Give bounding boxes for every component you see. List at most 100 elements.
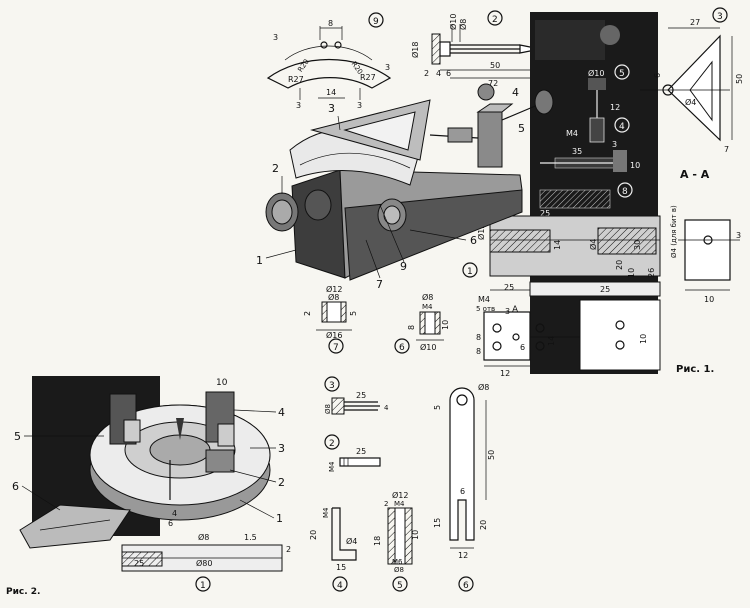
dim-label: М4 [422,303,433,311]
callout-3 [712,7,728,23]
fig2-photo-assembly: 10 4 6 5 6 4 3 2 1 [12,376,285,572]
detail-2-screw: 2 Ø10 Ø8 Ø18 2 4 6 50 72 [410,10,541,88]
callout-number: 3 [328,102,335,115]
dim-label: 5 [349,311,358,316]
callout-number: 3 [278,442,285,455]
dim-label: М4 [328,461,336,472]
dim-label: Ø4 [685,97,696,107]
section-mark: А [512,305,519,315]
dim-label: Ø10 [420,342,436,352]
dim-label: 3 [505,307,510,316]
dim-label: 26 [647,268,656,278]
dim-label: 12 [458,551,468,560]
dim-label: 4 [172,509,177,518]
callout-9 [368,12,384,28]
fig2-detail-6: 6 Ø8 5 50 6 15 20 12 [433,382,496,592]
callout-1 [462,262,478,278]
detail-7-bushing: 7 Ø12 Ø8 2 5 Ø16 [303,284,358,354]
dim-label: 20 [479,520,488,530]
dim-label: Ø80 [196,558,212,568]
callout-number: 1 [200,581,206,591]
dim-label: 14 [547,336,556,346]
dim-label: R27 [288,75,304,84]
dim-label: 10 [441,320,450,330]
callout-number: 4 [337,581,343,591]
dim-label: 8 [328,19,333,28]
fig2-detail-1: 1 Ø8 1.5 2 25 Ø80 [134,532,291,592]
dim-label: 72 [488,79,498,88]
dim-label: 10 [630,161,640,170]
dim-label: 8 [476,333,481,342]
dim-label: 3 [273,33,278,42]
dim-label: 18 [373,536,382,546]
callout-number: 4 [278,406,285,419]
dim-label: М4 [478,295,490,304]
dim-label: 2 [303,311,312,316]
dim-label: 25 [600,285,610,294]
dim-label: Ø4 [346,536,357,546]
dim-label: Ø8 [394,566,404,574]
dim-label: Ø8 [198,532,209,542]
fig1-isometric-device: 2 1 3 4 5 6 7 9 [256,83,554,291]
dim-label: 10 [411,530,420,540]
dim-label: Ø8 [458,19,468,30]
dim-label: 2 [286,545,291,554]
dim-label: 14 [553,240,562,250]
dim-label: 3 [385,63,390,72]
photo-panel-parts: 5 4 8 Ø10 12 М4 35 3 10 25 [489,12,661,374]
callout-number: 7 [376,278,383,291]
callout-6 [458,576,474,592]
dim-label: М4 [322,507,330,518]
callout-number: 5 [619,69,625,79]
callout-2 [324,434,340,450]
callout-number: 9 [373,17,379,27]
callout-number: 2 [329,439,335,449]
callout-number: 4 [619,122,625,132]
dim-label: 3 [296,101,301,110]
dim-label: 27 [690,18,700,27]
fig2-detail-5: 5 Ø12 М4 2 18 10 М6 Ø8 [373,490,420,592]
callout-number: 5 [518,122,525,135]
dim-label: R27 [360,73,376,82]
dim-label: 14 [326,88,336,97]
callout-number: 2 [278,476,285,489]
callout-number: 8 [622,187,628,197]
callout-2 [487,10,503,26]
dim-label: 20 [309,530,318,540]
dim-label: 12 [500,369,510,378]
callout-number: 6 [463,581,469,591]
dim-label: Ø12 [476,224,486,240]
dim-label: Ø16 [326,330,342,340]
callout-number: 1 [276,512,283,525]
callout-number: 1 [256,254,263,267]
section-a-a: А - А Ø4 (для бит в) 3 10 [670,168,741,304]
dim-label: 25 [356,391,366,400]
dim-label: 8 [407,325,416,330]
callout-number: 7 [333,343,339,353]
dim-label: Ø4 (для бит в) [670,205,678,258]
dim-label: 6 [520,343,525,352]
section-title: А - А [680,168,710,181]
callout-5 [392,576,408,592]
dim-label: Ø4 [588,239,598,250]
dim-label: 25 [504,283,514,292]
dim-label: 2 [384,500,388,508]
detail-9-scale-segment: 9 8 3 14 3 3 R27 R20 R20 R27 3 [266,12,392,110]
callout-number: 9 [400,260,407,273]
dim-label: 10 [216,378,228,388]
callout-number: 4 [512,86,519,99]
callout-number: 5 [397,581,403,591]
dim-label: Ø8 [324,404,332,414]
callout-number: 6 [12,480,19,493]
dim-label: Ø8 [422,292,433,302]
dim-label: 7 [724,145,729,154]
figure-caption-1: Рис. 1. [676,364,714,375]
dim-label: 50 [490,61,500,70]
dim-label: 15 [433,518,442,528]
fig2-detail-3: 3 Ø8 25 4 [324,376,389,415]
dim-label: М4 [566,129,578,138]
dim-label: М4 [394,500,405,508]
dim-label: 4 [384,404,389,412]
dim-label: 25 [540,209,550,218]
